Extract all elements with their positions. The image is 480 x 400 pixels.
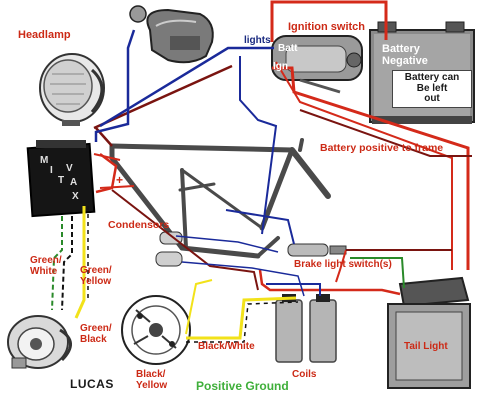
- green-black-line2: Black: [80, 333, 107, 345]
- black-white-label: Black/White: [198, 341, 255, 352]
- black-yellow-label: Black/ Yellow: [136, 369, 168, 391]
- regulator-letter-a: A: [70, 177, 78, 188]
- regulator-icon: [26, 140, 96, 218]
- green-yellow-line2: Yellow: [80, 275, 112, 287]
- headlamp-shell-icon: [129, 5, 214, 64]
- green-white-line2: White: [30, 265, 58, 277]
- tail-light-label: Tail Light: [404, 341, 448, 352]
- points-plate-icon: [121, 295, 191, 365]
- batt-terminal-label: Batt: [278, 43, 298, 54]
- brake-light-switch-label: Brake light switch(s): [294, 259, 392, 270]
- coils-icon: [275, 294, 337, 363]
- black-yellow-line2: Yellow: [136, 379, 168, 391]
- ign-terminal-label: Ign: [273, 61, 288, 72]
- battery-positive-label: Battery positive to frame: [320, 142, 444, 154]
- green-yellow-line1: Green/: [80, 265, 112, 276]
- battery-note-line1: Battery can: [404, 72, 460, 83]
- battery-note-line2: Be left: [416, 82, 448, 94]
- regulator-letter-i: I: [50, 165, 53, 176]
- lights-label: lights: [244, 35, 271, 46]
- ignition-switch-label: Ignition switch: [288, 21, 365, 33]
- motorcycle-frame-icon: [109, 138, 331, 259]
- battery-negative-line1: Battery: [382, 43, 420, 55]
- battery-note-line3: out: [424, 93, 440, 104]
- coils-label: Coils: [292, 369, 317, 380]
- battery-negative-line2: Negative: [382, 54, 428, 67]
- regulator-letter-x: X: [72, 191, 79, 202]
- regulator-letter-t: T: [58, 175, 65, 186]
- positive-ground-label: Positive Ground: [196, 379, 289, 393]
- brake-light-switch-icon: [287, 243, 347, 257]
- lucas-label: LUCAS: [70, 377, 114, 391]
- tail-light-icon: [387, 276, 471, 389]
- green-white-line1: Green/: [30, 255, 62, 266]
- ignition-switch-icon: [271, 35, 363, 94]
- battery-negative-label: Battery Negative: [382, 43, 428, 67]
- condensors-label: Condensors: [108, 219, 170, 231]
- condensors-icon: [155, 231, 183, 267]
- black-yellow-line1: Black/: [136, 369, 166, 380]
- plus-marker: +: [116, 173, 124, 187]
- green-black-label: Green/ Black: [80, 323, 112, 345]
- green-black-line1: Green/: [80, 323, 112, 334]
- green-yellow-label: Green/ Yellow: [80, 265, 112, 287]
- headlamp-label: Headlamp: [18, 29, 71, 41]
- battery-note-box: Battery can Be left out: [392, 70, 472, 108]
- headlamp-icon: [39, 53, 105, 126]
- alternator-icon: [7, 315, 72, 369]
- green-white-label: Green/ White: [30, 255, 62, 277]
- regulator-letter-v: V: [66, 163, 73, 174]
- regulator-letter-m: M: [40, 155, 49, 166]
